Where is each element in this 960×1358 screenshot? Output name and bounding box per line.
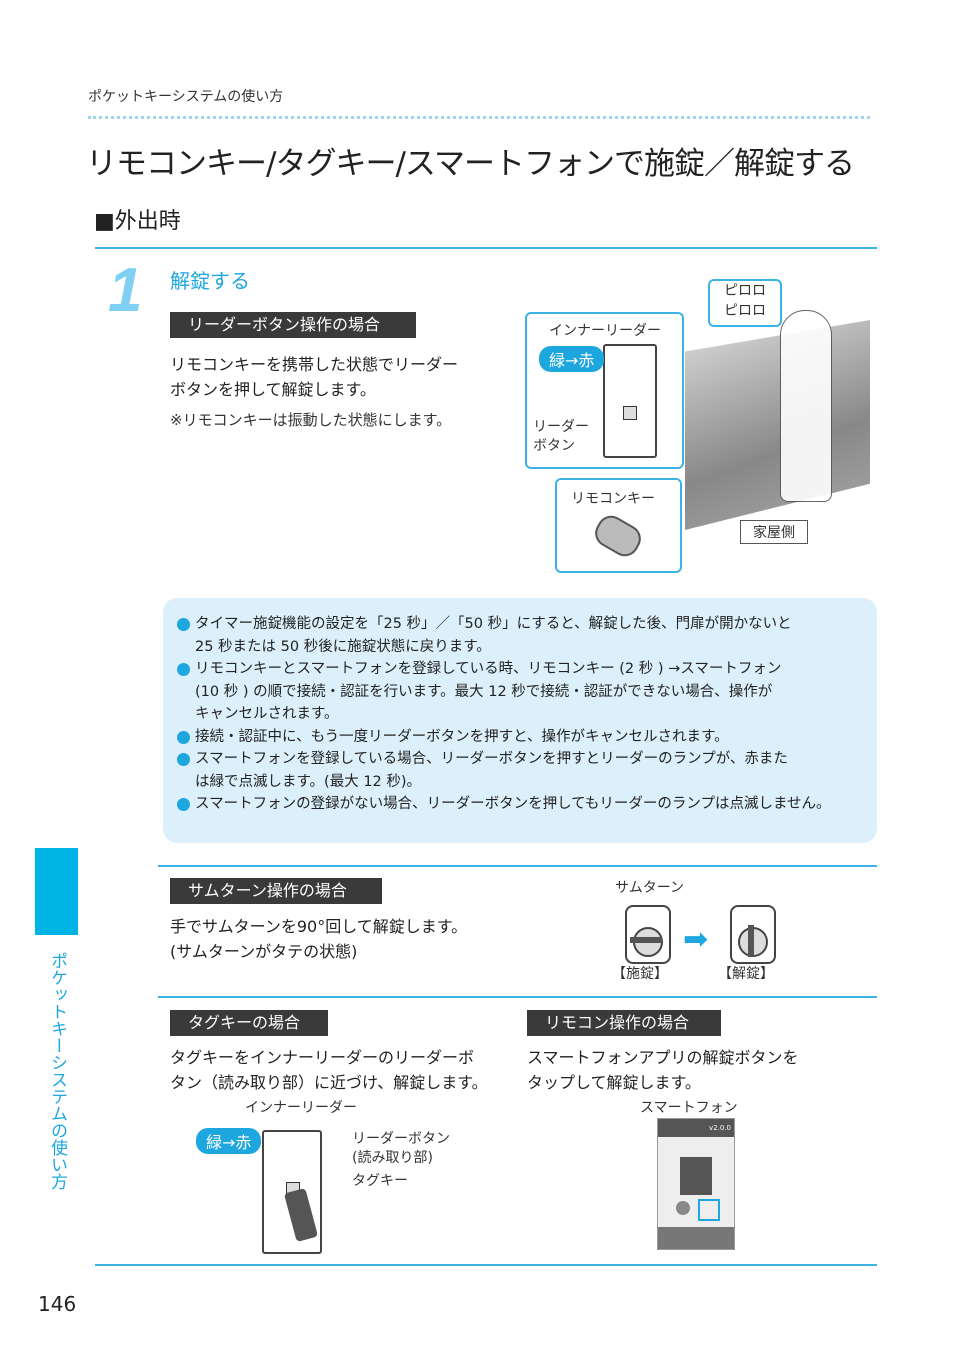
thumbturn-title: サムターン [615, 880, 685, 896]
tag-key-caption: タグキー [352, 1173, 408, 1189]
info-item: スマートフォンの登録がない場合、リーダーボタンを押してもリーダーのランプは点滅し… [177, 793, 877, 816]
text-line: リモコンキーを携帯した状態でリーダー [170, 355, 459, 374]
inner-reader-label: インナーリーダー [549, 323, 661, 339]
remote-label: リモコン操作の場合 [527, 1010, 721, 1036]
text-line: 手でサムターンを90°回して解錠します。 [170, 917, 468, 936]
text-line: ボタンを押して解錠します。 [170, 380, 376, 399]
reader-button-label: リーダーボタン操作の場合 [170, 312, 416, 338]
divider [95, 1264, 877, 1266]
lock-button-icon [676, 1201, 690, 1215]
divider [158, 865, 877, 867]
caption-line: ボタン [533, 438, 575, 454]
reader-button-caption: リーダーボタン (読み取り部) [352, 1130, 450, 1168]
lamp-callout: 緑→赤 [196, 1128, 262, 1154]
info-line: キャンセルされます。 [195, 706, 339, 722]
person-illustration [780, 310, 832, 502]
info-line: タイマー施錠機能の設定を「25 秒」／「50 秒」にすると、解錠した後、門扉が開… [195, 616, 792, 632]
step-number: 1 [108, 256, 143, 325]
remote-text: スマートフォンアプリの解錠ボタンを タップして解錠します。 [527, 1045, 799, 1095]
reader-device-icon [603, 344, 657, 458]
info-line: は緑で点滅します。(最大 12 秒)。 [195, 773, 422, 790]
tagkey-label: タグキーの場合 [170, 1010, 328, 1036]
tagkey-text: タグキーをインナーリーダーのリーダーボ タン（読み取り部）に近づけ、解錠します。 [170, 1045, 488, 1095]
side-tab-label: ポケットキーシステムの使い方 [47, 952, 67, 1190]
remote-key-icon [590, 510, 646, 562]
unlocked-caption: 【解錠】 [718, 966, 774, 982]
info-line: スマートフォンを登録している場合、リーダーボタンを押すとリーダーのランプが、赤ま… [195, 751, 788, 767]
inner-reader-label: インナーリーダー [245, 1100, 357, 1116]
inner-reader-callout-box: インナーリーダー 緑→赤 リーダー ボタン [525, 312, 684, 469]
subheading: ■外出時 [94, 209, 181, 234]
divider [95, 247, 877, 249]
info-box: タイマー施錠機能の設定を「25 秒」／「50 秒」にすると、解錠した後、門扉が開… [163, 598, 877, 843]
step-title: 解錠する [170, 269, 250, 293]
info-line: リモコンキーとスマートフォンを登録している時、リモコンキー (2 秒 ) →スマ… [195, 661, 782, 677]
sound-line: ピロロ [724, 303, 766, 319]
reader-button-caption: リーダー ボタン [533, 418, 589, 456]
info-list: タイマー施錠機能の設定を「25 秒」／「50 秒」にすると、解錠した後、門扉が開… [163, 598, 877, 816]
info-item: 接続・認証中に、もう一度リーダーボタンを押すと、操作がキャンセルされます。 [177, 726, 877, 749]
info-line: スマートフォンの登録がない場合、リーダーボタンを押してもリーダーのランプは点滅し… [195, 796, 831, 812]
info-item: スマートフォンを登録している場合、リーダーボタンを押すとリーダーのランプが、赤ま… [177, 748, 877, 793]
header-divider [88, 116, 870, 119]
text-line: タップして解錠します。 [527, 1073, 701, 1092]
reader-button-text: リモコンキーを携帯した状態でリーダー ボタンを押して解錠します。 [170, 352, 458, 402]
gate-illustration [685, 320, 870, 530]
text-line: タン（読み取り部）に近づけ、解錠します。 [170, 1073, 488, 1092]
smartphone-title: スマートフォン [640, 1100, 738, 1116]
caption-line: (読み取り部) [352, 1150, 433, 1166]
info-line: 25 秒または 50 秒後に施錠状態に戻ります。 [195, 638, 491, 655]
text-line: タグキーをインナーリーダーのリーダーボ [170, 1048, 475, 1067]
app-version: v2.0.0 [709, 1124, 731, 1132]
thumbturn-unlocked-icon [730, 905, 776, 964]
smartphone-screen: v2.0.0 [657, 1118, 735, 1250]
unlock-button-icon[interactable] [698, 1199, 720, 1221]
thumbturn-locked-icon [625, 905, 671, 964]
gate-icon [680, 1157, 712, 1195]
info-item: タイマー施錠機能の設定を「25 秒」／「50 秒」にすると、解錠した後、門扉が開… [177, 613, 877, 658]
sound-callout: ピロロ ピロロ [708, 279, 782, 327]
page-number: 146 [38, 1292, 77, 1316]
info-item: リモコンキーとスマートフォンを登録している時、リモコンキー (2 秒 ) →スマ… [177, 658, 877, 726]
divider [158, 996, 877, 998]
arrow-right-icon: ➡ [683, 922, 709, 957]
lamp-callout: 緑→赤 [539, 346, 605, 372]
info-line: 接続・認証中に、もう一度リーダーボタンを押すと、操作がキャンセルされます。 [195, 728, 729, 745]
section-header: ポケットキーシステムの使い方 [88, 89, 284, 105]
house-side-label: 家屋側 [740, 520, 808, 544]
remote-key-callout-box: リモコンキー [555, 478, 682, 573]
caption-line: リーダーボタン [352, 1131, 450, 1147]
thumbturn-text: 手でサムターンを90°回して解錠します。 (サムターンがタテの状態) [170, 914, 467, 964]
text-line: スマートフォンアプリの解錠ボタンを [527, 1048, 799, 1067]
sound-line: ピロロ [724, 283, 766, 299]
text-line: (サムターンがタテの状態) [170, 942, 358, 961]
page-title: リモコンキー/タグキー/スマートフォンで施錠／解錠する [86, 146, 855, 182]
reader-button-note: ※リモコンキーは振動した状態にします。 [170, 411, 452, 429]
caption-line: リーダー [533, 419, 589, 435]
thumbturn-label: サムターン操作の場合 [170, 878, 382, 904]
reader-button-icon [623, 406, 637, 420]
remote-key-label: リモコンキー [571, 491, 655, 507]
locked-caption: 【施錠】 [612, 966, 668, 982]
info-line: (10 秒 ) の順で接続・認証を行います。最大 12 秒で接続・認証ができない… [195, 683, 773, 700]
side-tab [35, 848, 78, 935]
